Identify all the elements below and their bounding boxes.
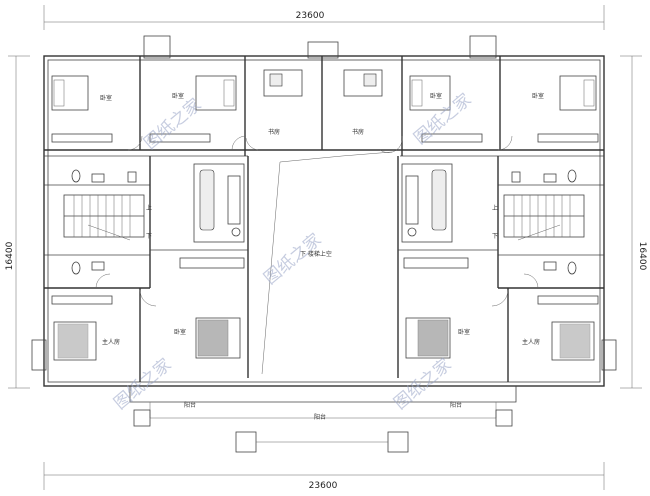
- balcony: [129, 386, 517, 453]
- stair-down-right: 下: [492, 233, 498, 240]
- stairs-left: [63, 194, 145, 241]
- bedroom-label-1: 卧室: [100, 94, 112, 102]
- outer-walls: [31, 35, 617, 387]
- stair-down-left: 下: [146, 233, 152, 240]
- balcony-label-left: 阳台: [184, 401, 196, 409]
- stairs-right: [503, 194, 585, 241]
- dimension-lines: [8, 5, 642, 490]
- bedroom-label-2: 卧室: [172, 92, 184, 100]
- bedroom-label-3: 卧室: [430, 92, 442, 100]
- bathroom-fixtures: [71, 169, 577, 275]
- bedroom-label-6: 卧室: [458, 328, 470, 336]
- sofa-set-right: [401, 163, 453, 243]
- right-dimension: 16400: [637, 242, 647, 271]
- stair-up-left: 上: [146, 204, 152, 212]
- interior-walls: [44, 56, 604, 382]
- watermark-3: 图纸之家: [260, 230, 325, 289]
- study-desks: [263, 69, 383, 97]
- stair-void-label: 下 楼梯上空: [300, 250, 332, 258]
- watermark-1: 图纸之家: [140, 95, 205, 154]
- bedroom-label-4: 卧室: [532, 92, 544, 100]
- balcony-label-right: 阳台: [450, 401, 462, 409]
- sofa-set-left: [193, 163, 245, 243]
- master-bedroom-label-right: 主人房: [522, 338, 540, 346]
- study-label-2: 书房: [352, 128, 364, 136]
- stair-up-right: 上: [492, 204, 498, 212]
- bottom-dimension: 23600: [309, 481, 338, 491]
- master-bedroom-label-left: 主人房: [102, 338, 120, 346]
- doors: [95, 135, 539, 307]
- study-label-1: 书房: [268, 128, 280, 136]
- bedroom-label-5: 卧室: [174, 328, 186, 336]
- beds-top: [51, 75, 597, 111]
- watermark-4: 图纸之家: [110, 355, 175, 414]
- beds-master: [53, 317, 595, 361]
- watermark-5: 图纸之家: [390, 355, 455, 414]
- top-dimension: 23600: [296, 11, 325, 21]
- left-dimension: 16400: [5, 241, 15, 270]
- wardrobes: [51, 133, 599, 305]
- balcony-label-center: 阳台: [314, 413, 326, 421]
- watermark-2: 图纸之家: [410, 90, 475, 149]
